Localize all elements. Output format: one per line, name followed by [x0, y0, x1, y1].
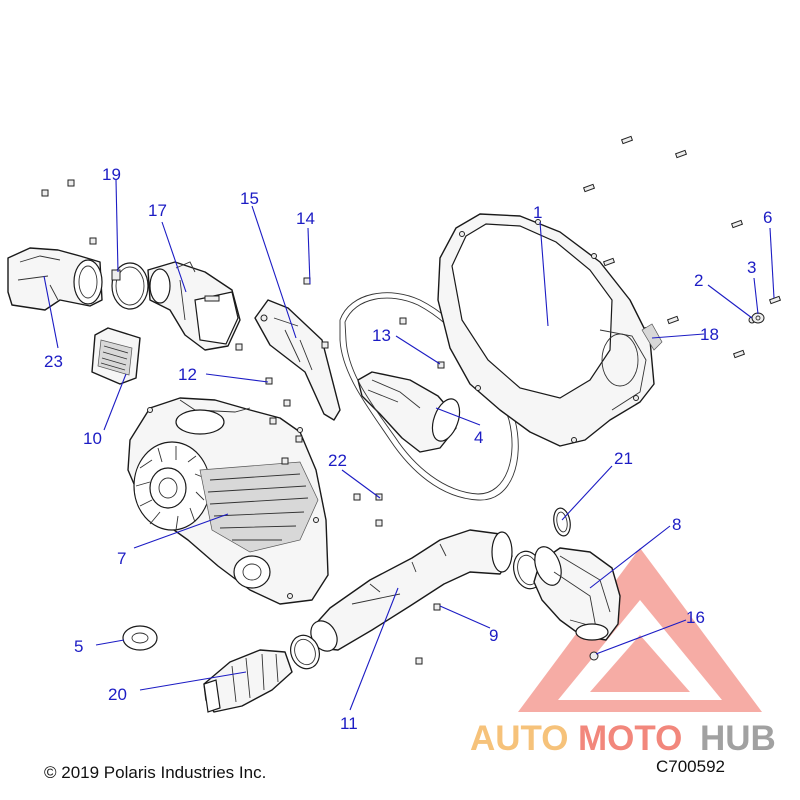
callout-19: 19 — [102, 165, 121, 184]
callout-8: 8 — [672, 515, 681, 534]
callout-22: 22 — [328, 451, 347, 470]
callout-labels: 1 2 3 4 5 6 7 8 9 10 11 12 13 14 15 16 1… — [44, 165, 772, 733]
callout-21: 21 — [614, 449, 633, 468]
copyright-notice: © 2019 Polaris Industries Inc. — [44, 763, 266, 782]
callout-3: 3 — [747, 258, 756, 277]
watermark-text: AUTO MOTO HUB — [470, 719, 776, 758]
fasteners — [41, 135, 782, 665]
part-5-washer — [122, 625, 158, 651]
callout-18: 18 — [700, 325, 719, 344]
part-23-duct-bracket — [7, 247, 103, 311]
clamp-tube-left — [290, 634, 320, 670]
part-11-intake-tube — [310, 529, 513, 652]
callout-4: 4 — [474, 428, 483, 447]
callout-17: 17 — [148, 201, 167, 220]
callout-20: 20 — [108, 685, 127, 704]
callout-13: 13 — [372, 326, 391, 345]
callout-16: 16 — [686, 608, 705, 627]
watermark-logo — [518, 548, 762, 712]
part-15-bracket — [254, 299, 341, 421]
callout-10: 10 — [83, 429, 102, 448]
part-10-filter-screen — [91, 327, 141, 385]
part-1-outer-clutch-cover — [437, 213, 655, 447]
part-18-gasket — [641, 323, 663, 351]
callout-7: 7 — [117, 549, 126, 568]
watermark-hub: HUB — [700, 719, 776, 758]
callout-5: 5 — [74, 637, 83, 656]
callout-14: 14 — [296, 209, 315, 228]
part-17-intake-adapter — [147, 261, 241, 351]
part-4-duct — [357, 371, 461, 453]
watermark-auto: AUTO — [470, 719, 569, 758]
drive-belt — [339, 292, 519, 501]
watermark-moto: MOTO — [578, 719, 682, 758]
part-21-small-clamp — [553, 507, 571, 537]
callout-11: 11 — [340, 714, 358, 733]
part-7-inner-clutch-cover — [127, 397, 329, 605]
part-20-lower-duct — [203, 649, 293, 713]
callout-6: 6 — [763, 208, 772, 227]
callout-2: 2 — [694, 271, 703, 290]
part-8-elbow-duct — [533, 546, 621, 641]
callout-15: 15 — [240, 189, 259, 208]
leader-lines — [43, 179, 775, 711]
callout-23: 23 — [44, 352, 63, 371]
diagram-part-number: C700592 — [656, 757, 725, 776]
part-19-clamp — [111, 262, 149, 310]
callout-12: 12 — [178, 365, 197, 384]
callout-1: 1 — [533, 203, 542, 222]
callout-9: 9 — [489, 626, 498, 645]
